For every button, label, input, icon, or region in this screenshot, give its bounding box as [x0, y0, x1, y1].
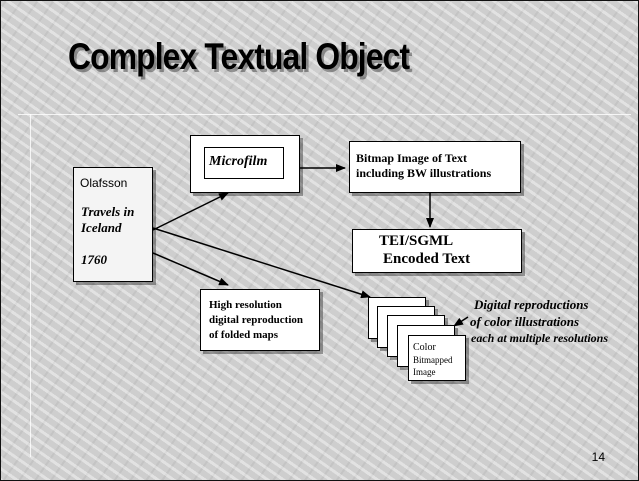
tei-line1: TEI/SGML: [379, 233, 454, 249]
book-year: 1760: [81, 252, 107, 267]
color-card-line2: Bitmapped: [413, 355, 453, 365]
book-title-line1: Travels in: [81, 204, 135, 219]
decorative-rule-top: [18, 114, 631, 115]
book-author: Olafsson: [80, 176, 128, 190]
arrow-annotation-to-stack: [453, 316, 469, 327]
tei-line2: Encoded Text: [383, 251, 471, 267]
annotation-line3: each at multiple resolutions: [471, 331, 609, 345]
decorative-rule-left: [30, 114, 31, 457]
microfilm-label: Microfilm: [209, 154, 268, 169]
bitmap-text-box: Bitmap Image of Text including BW illust…: [349, 141, 521, 193]
arrow-book-to-maps: [152, 252, 229, 286]
arrow-book-to-microfilm: [152, 192, 229, 231]
microfilm-box: Microfilm: [190, 135, 300, 193]
color-card-line3: Image: [413, 367, 436, 377]
color-card-line1: Color: [413, 342, 436, 353]
maps-line2: digital reproduction: [209, 314, 304, 326]
annotation-line1: Digital reproductions: [474, 297, 589, 312]
bitmap-text-line1: Bitmap Image of Text: [356, 151, 467, 165]
arrow-book-to-color-stack: [152, 227, 371, 299]
bitmap-text-line2: including BW illustrations: [356, 166, 492, 180]
tei-sgml-box: TEI/SGML Encoded Text: [352, 229, 522, 273]
maps-box: High resolution digital reproduction of …: [200, 289, 320, 351]
microfilm-inner-box: Microfilm: [204, 147, 284, 179]
color-image-card-front: Color Bitmapped Image: [408, 335, 466, 381]
maps-line3: of folded maps: [209, 329, 279, 341]
annotation-line2: of color illustrations: [470, 314, 580, 329]
maps-line1: High resolution: [209, 299, 282, 311]
page-number: 14: [591, 450, 605, 464]
book-box: Olafsson Travels in Iceland 1760: [73, 167, 153, 282]
book-title-line2: Iceland: [81, 220, 122, 235]
slide-title: Complex Textual Object: [68, 36, 410, 77]
